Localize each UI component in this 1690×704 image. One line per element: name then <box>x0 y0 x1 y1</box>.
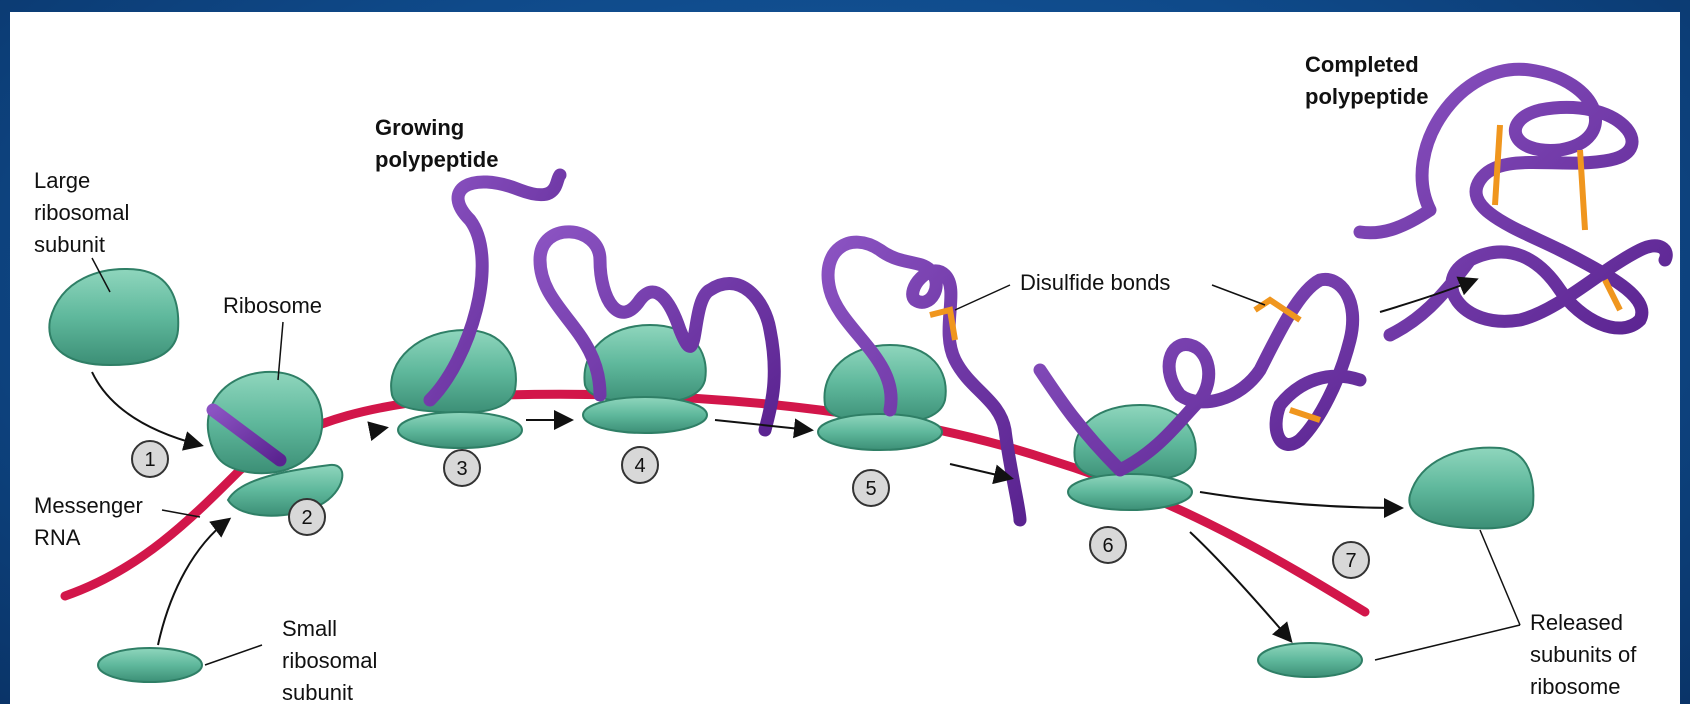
disulfide-bonds-label: Disulfide bonds <box>1020 270 1170 295</box>
released-large-subunit <box>1409 448 1533 529</box>
released-subunits-label-1: Released <box>1530 610 1623 635</box>
step-3-label: 3 <box>456 458 467 480</box>
released-subunits-label-2: subunits of <box>1530 642 1637 667</box>
small-subunit-free <box>98 648 202 682</box>
step-1-label: 1 <box>144 449 155 471</box>
large-subunit-label-2: ribosomal <box>34 200 129 225</box>
growing-polypeptide-label-1: Growing <box>375 115 464 140</box>
step-5-label: 5 <box>865 478 876 500</box>
step-4-label: 4 <box>634 455 645 477</box>
released-subunits-label-3: ribosome <box>1530 674 1620 699</box>
completed-polypeptide <box>1360 69 1666 335</box>
step-6-label: 6 <box>1102 535 1113 557</box>
released-small-subunit <box>1258 643 1362 677</box>
step-7-label: 7 <box>1345 550 1356 572</box>
large-subunit-label-1: Large <box>34 168 90 193</box>
ribosome-step-5 <box>818 242 1020 520</box>
messenger-rna-label-1: Messenger <box>34 493 143 518</box>
small-subunit-label-3: subunit <box>282 680 353 704</box>
small-subunit-label-2: ribosomal <box>282 648 377 673</box>
large-subunit-label-3: subunit <box>34 232 105 257</box>
ribosome-step-2 <box>208 372 343 516</box>
ribosome-step-3 <box>391 175 560 448</box>
small-subunit-label-1: Small <box>282 616 337 641</box>
completed-polypeptide-label-2: polypeptide <box>1305 84 1428 109</box>
step-2-label: 2 <box>301 507 312 529</box>
leader-lines <box>92 258 1520 665</box>
ribosome-label: Ribosome <box>223 293 322 318</box>
messenger-rna-label-2: RNA <box>34 525 81 550</box>
large-subunit-free <box>49 269 178 365</box>
growing-polypeptide-label-2: polypeptide <box>375 147 498 172</box>
completed-polypeptide-label-1: Completed <box>1305 52 1419 77</box>
